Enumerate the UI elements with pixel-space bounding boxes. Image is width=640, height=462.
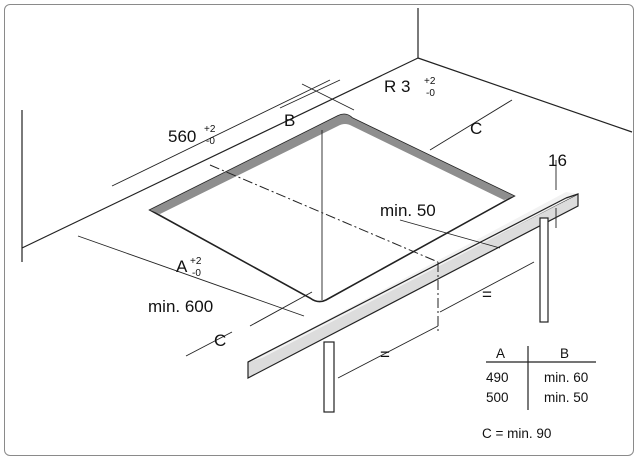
label-radius-tol-plus: +2 [424,76,436,87]
label-equal-left: = [380,345,390,364]
table-cell: min. 50 [544,390,588,405]
label-radius-tol-minus: -0 [426,88,435,99]
label-width-tol-minus: -0 [206,136,215,147]
cutout [148,113,516,303]
dimension-table: A B 490 min. 60 500 min. 50 C = min. 90 [482,346,596,441]
label-depth-tol-plus: +2 [190,256,202,267]
center-lines [209,164,439,332]
label-b: B [284,111,295,130]
room-outline [21,8,633,262]
label-depth: A [176,257,188,276]
table-header-a: A [496,346,505,361]
table-cell: 490 [486,370,509,385]
table-header-b: B [560,346,569,361]
label-min-50: min. 50 [380,201,436,220]
label-c-top: C [470,119,482,138]
cabinet-panels [323,217,549,413]
worktop-edge [247,192,579,379]
label-thickness: 16 [548,151,567,170]
table-footnote: C = min. 90 [482,426,551,441]
label-equal-right: = [482,285,492,304]
label-radius: R 3 [384,77,410,96]
label-depth-tol-minus: -0 [192,268,201,279]
label-width: 560 [168,127,196,146]
table-cell: 500 [486,390,509,405]
label-c-bottom: C [214,331,226,350]
dimension-lines [77,79,557,379]
label-width-tol-plus: +2 [204,124,216,135]
label-min-600: min. 600 [148,297,213,316]
table-cell: min. 60 [544,370,588,385]
